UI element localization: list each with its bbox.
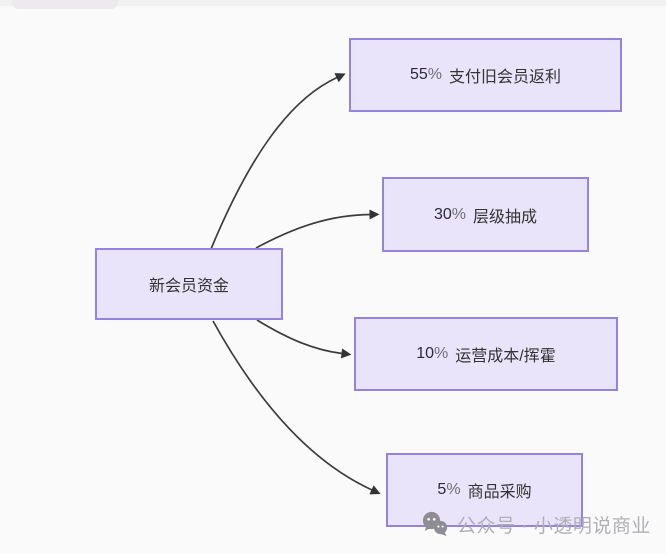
arrow-to-55-rebates xyxy=(210,73,346,250)
node-label: 运营成本/挥霍 xyxy=(455,348,556,365)
node-label: 支付旧会员返利 xyxy=(449,69,562,86)
node-percent-value: 10 xyxy=(416,345,435,362)
node-new-member-funds[interactable]: 新会员资金 xyxy=(95,248,283,320)
window-top-strip xyxy=(0,0,666,6)
arrow-to-10-operating xyxy=(256,319,352,359)
node-5-goods-procurement[interactable]: 5% 商品采购 xyxy=(386,453,583,527)
node-label: 新会员资金 xyxy=(148,278,229,295)
watermark: 公众号 · 小透明说商业 xyxy=(421,509,651,539)
node-55-pay-old-member-rebates[interactable]: 55% 支付旧会员返利 xyxy=(349,38,622,112)
node-label: 层级抽成 xyxy=(473,208,538,226)
window-top-tab xyxy=(12,0,118,9)
watermark-text: 公众号 · 小透明说商业 xyxy=(457,515,651,537)
percent-sign: % xyxy=(451,205,466,223)
wechat-icon xyxy=(422,511,448,536)
percent-sign: % xyxy=(446,481,461,498)
node-30-tier-commission[interactable]: 30% 层级抽成 xyxy=(382,177,589,252)
arrow-to-5-procurement xyxy=(212,320,381,495)
node-10-operating-cost[interactable]: 10% 运营成本/挥霍 xyxy=(354,317,618,391)
node-label: 商品采购 xyxy=(467,484,532,501)
node-percent-value: 5 xyxy=(437,481,447,498)
arrow-to-30-commission xyxy=(255,209,380,249)
node-percent-value: 55 xyxy=(409,66,428,83)
node-percent-value: 30 xyxy=(433,205,452,223)
percent-sign: % xyxy=(434,345,449,362)
percent-sign: % xyxy=(427,66,442,83)
